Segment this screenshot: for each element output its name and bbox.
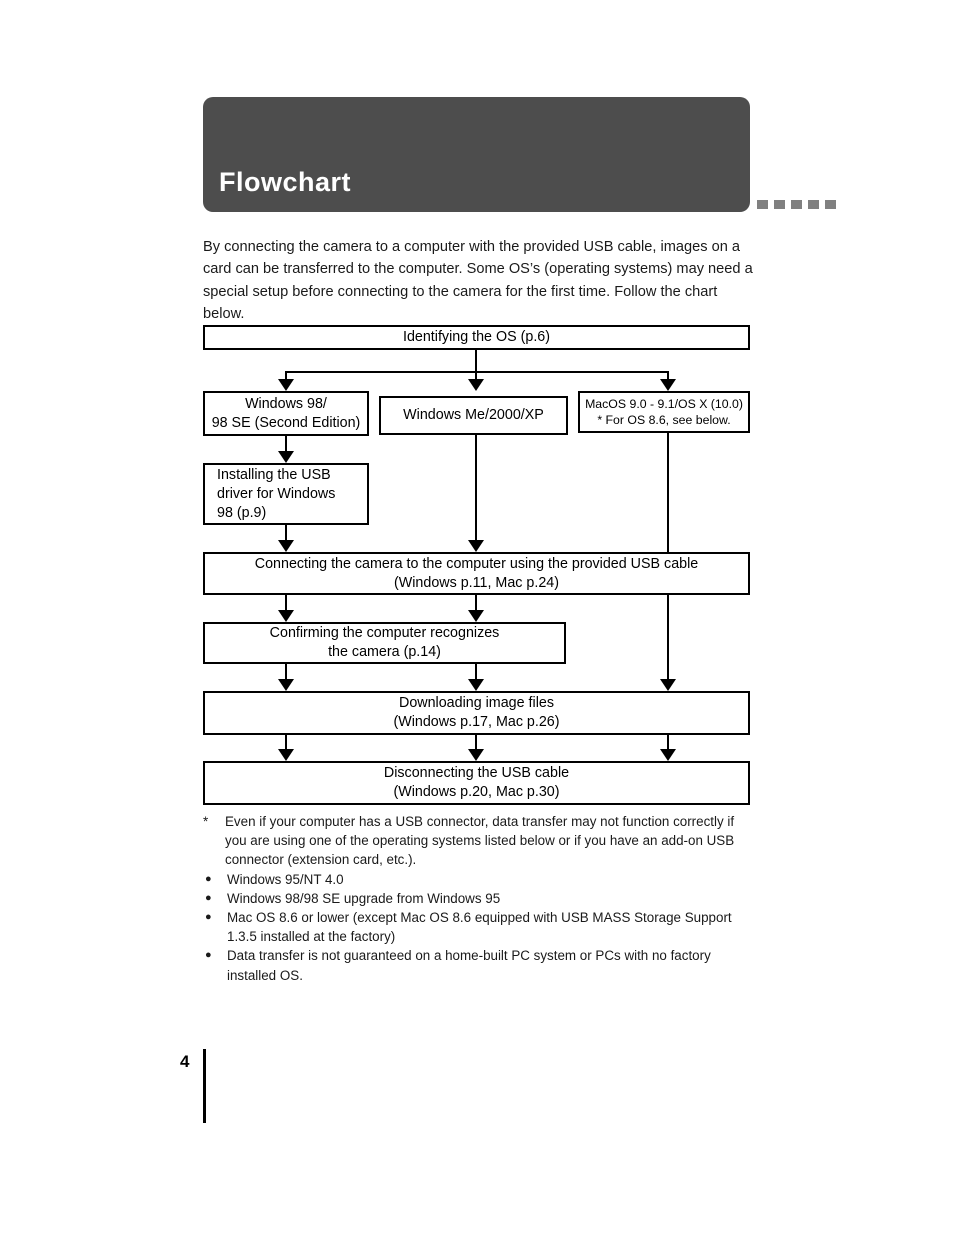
page-title: Flowchart: [219, 167, 352, 197]
footnote-list-item: ● Windows 98/98 SE upgrade from Windows …: [203, 889, 755, 908]
dash-mark: [757, 200, 768, 209]
footnote-note-row: * Even if your computer has a USB connec…: [203, 812, 755, 870]
dash-mark: [791, 200, 802, 209]
footnote-list-item: ● Windows 95/NT 4.0: [203, 870, 755, 889]
footnote-item-text: Windows 95/NT 4.0: [227, 871, 344, 887]
flow-box-label-line1: Disconnecting the USB cable: [383, 765, 570, 781]
arrow-head-icon: [278, 451, 294, 463]
flow-box-disconnecting-usb[interactable]: Disconnecting the USB cable (Windows p.2…: [203, 761, 750, 805]
header-dash-decoration: [757, 200, 836, 209]
flow-box-label-line2: (Windows p.11, Mac p.24): [393, 574, 559, 591]
flow-box-label-line2: * For OS 8.6, see below.: [597, 413, 731, 427]
flow-box-downloading-images[interactable]: Downloading image files (Windows p.17, M…: [203, 691, 750, 735]
flow-box-label-line2: (Windows p.20, Mac p.30): [393, 784, 560, 800]
flow-box-label-line2: (Windows p.17, Mac p.26): [393, 714, 560, 730]
arrow-head-icon: [278, 379, 294, 391]
flow-box-windows-me-2000-xp[interactable]: Windows Me/2000/XP: [379, 396, 568, 435]
flow-box-install-usb-driver[interactable]: Installing the USB driver for Windows 98…: [203, 463, 369, 525]
arrow-head-icon: [278, 540, 294, 552]
arrow-head-icon: [278, 749, 294, 761]
arrow-head-icon: [660, 679, 676, 691]
arrow-head-icon: [468, 749, 484, 761]
flow-box-identify-os[interactable]: Identifying the OS (p.6): [203, 325, 750, 350]
flow-box-label-line1: Installing the USB: [217, 466, 331, 483]
footnote-list-item: ● Data transfer is not guaranteed on a h…: [203, 946, 755, 984]
flow-box-label: Identifying the OS (p.6): [402, 329, 551, 345]
bullet-icon: ●: [205, 911, 212, 924]
dash-mark: [808, 200, 819, 209]
connector-line: [285, 735, 287, 751]
flow-box-label-line3: 98 (p.9): [217, 504, 267, 521]
connector-line: [475, 735, 477, 751]
footnote-item-text: Mac OS 8.6 or lower (except Mac OS 8.6 e…: [227, 910, 732, 945]
arrow-head-icon: [660, 379, 676, 391]
footnote-item-text: Windows 98/98 SE upgrade from Windows 95: [227, 890, 501, 906]
flow-box-label-line1: Windows 98/: [245, 395, 327, 412]
connector-line: [667, 735, 669, 751]
arrow-head-icon: [468, 610, 484, 622]
bullet-icon: ●: [205, 891, 212, 904]
asterisk-marker: *: [203, 814, 209, 829]
footnote-list-item: ● Mac OS 8.6 or lower (except Mac OS 8.6…: [203, 908, 755, 946]
dash-mark: [825, 200, 836, 209]
arrow-head-icon: [278, 679, 294, 691]
connector-line: [475, 350, 477, 372]
flow-box-label-line1: Downloading image files: [399, 695, 554, 711]
flow-box-label-line1: Connecting the camera to the computer us…: [254, 555, 699, 572]
footnote-note-text: Even if your computer has a USB connecto…: [225, 814, 735, 868]
arrow-head-icon: [278, 610, 294, 622]
connector-line: [667, 371, 669, 383]
bullet-icon: ●: [205, 872, 212, 885]
connector-line: [285, 595, 287, 611]
flow-box-label-line2: 98 SE (Second Edition): [211, 414, 361, 431]
arrow-head-icon: [468, 379, 484, 391]
section-header-banner: Flowchart: [203, 97, 750, 212]
dash-mark: [774, 200, 785, 209]
connector-line: [475, 371, 477, 383]
flow-box-label-line1: Confirming the computer recognizes: [269, 625, 500, 641]
bullet-icon: ●: [205, 949, 212, 962]
flow-box-label-line1: MacOS 9.0 - 9.1/OS X (10.0): [585, 396, 743, 411]
intro-paragraph: By connecting the camera to a computer w…: [203, 238, 753, 323]
footnote-item-text: Data transfer is not guaranteed on a hom…: [227, 948, 711, 983]
flow-box-confirming-recognition[interactable]: Confirming the computer recognizes the c…: [203, 622, 566, 664]
connector-line: [285, 664, 287, 680]
connector-line: [285, 371, 667, 373]
flow-box-label-line2: driver for Windows: [217, 485, 336, 502]
connector-line: [285, 371, 287, 383]
connector-line: [475, 664, 477, 680]
flow-box-windows-98[interactable]: Windows 98/ 98 SE (Second Edition): [203, 391, 369, 436]
flow-box-label: Windows Me/2000/XP: [403, 407, 544, 423]
page-edge-rule: [203, 1049, 206, 1123]
flow-box-label-line2: the camera (p.14): [328, 644, 441, 660]
connector-line: [475, 595, 477, 611]
arrow-head-icon: [468, 540, 484, 552]
flow-box-connecting-camera[interactable]: Connecting the camera to the computer us…: [203, 552, 750, 595]
connector-line: [285, 525, 287, 541]
arrow-head-icon: [660, 749, 676, 761]
footnotes-section: * Even if your computer has a USB connec…: [203, 812, 755, 985]
connector-line: [475, 435, 477, 541]
arrow-head-icon: [468, 679, 484, 691]
page-number: 4: [180, 1052, 190, 1071]
connector-line: [285, 436, 287, 452]
flow-box-macos[interactable]: MacOS 9.0 - 9.1/OS X (10.0) * For OS 8.6…: [578, 391, 750, 433]
